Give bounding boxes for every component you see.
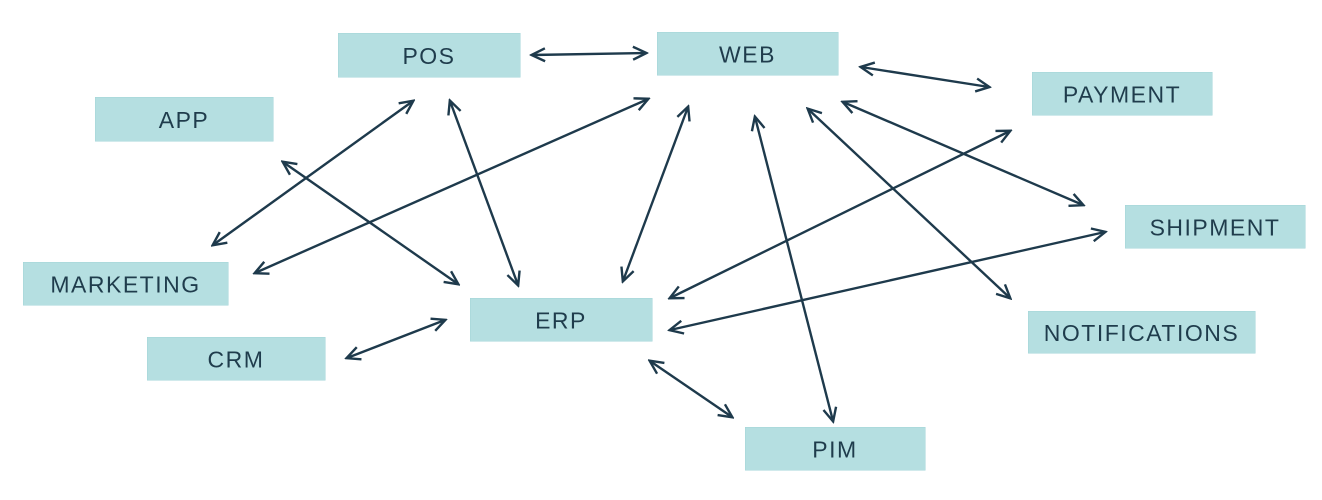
node-notifications: NOTIFICATIONS [1027, 310, 1256, 354]
node-shipment: SHIPMENT [1124, 204, 1306, 249]
node-box-marketing [22, 261, 229, 306]
edge-erp-payment [670, 131, 1010, 298]
edge-web-erp [623, 107, 688, 281]
node-pos: POS [337, 32, 521, 78]
node-label-app: APP [159, 107, 210, 133]
node-label-pos: POS [402, 43, 455, 69]
node-label-web: WEB [719, 42, 776, 68]
edge-web-marketing [255, 99, 648, 273]
edge-web-pim [755, 117, 833, 421]
edges-layer [213, 53, 1105, 421]
node-box-pos [337, 32, 521, 78]
node-label-erp: ERP [535, 308, 587, 334]
node-marketing: MARKETING [22, 261, 229, 306]
node-label-shipment: SHIPMENT [1150, 215, 1281, 241]
node-erp: ERP [469, 297, 653, 342]
nodes-layer: POS WEB APP PAYMENT MARKETING SHIPMENT ERP NOTI… [22, 31, 1306, 471]
edge-web-payment [861, 67, 989, 87]
node-crm: CRM [146, 336, 326, 381]
node-box-pim [744, 426, 926, 471]
edge-pos-web [532, 53, 646, 55]
edge-erp-shipment [670, 232, 1105, 330]
node-box-shipment [1124, 204, 1306, 249]
node-box-payment [1031, 71, 1213, 116]
node-box-erp [469, 297, 653, 342]
node-box-app [94, 96, 274, 142]
node-label-marketing: MARKETING [50, 272, 200, 298]
node-label-pim: PIM [812, 437, 857, 463]
node-box-crm [146, 336, 326, 381]
node-label-crm: CRM [208, 347, 265, 373]
node-label-payment: PAYMENT [1063, 82, 1181, 108]
edge-pos-erp [450, 101, 518, 285]
node-box-web [656, 31, 839, 76]
node-box-notifications [1027, 310, 1256, 354]
node-app: APP [94, 96, 274, 142]
node-label-notifications: NOTIFICATIONS [1044, 320, 1239, 346]
node-web: WEB [656, 31, 839, 76]
edge-crm-erp [347, 320, 445, 358]
node-payment: PAYMENT [1031, 71, 1213, 116]
edge-web-notifications [808, 109, 1010, 298]
edge-erp-pim [650, 361, 732, 417]
node-pim: PIM [744, 426, 926, 471]
